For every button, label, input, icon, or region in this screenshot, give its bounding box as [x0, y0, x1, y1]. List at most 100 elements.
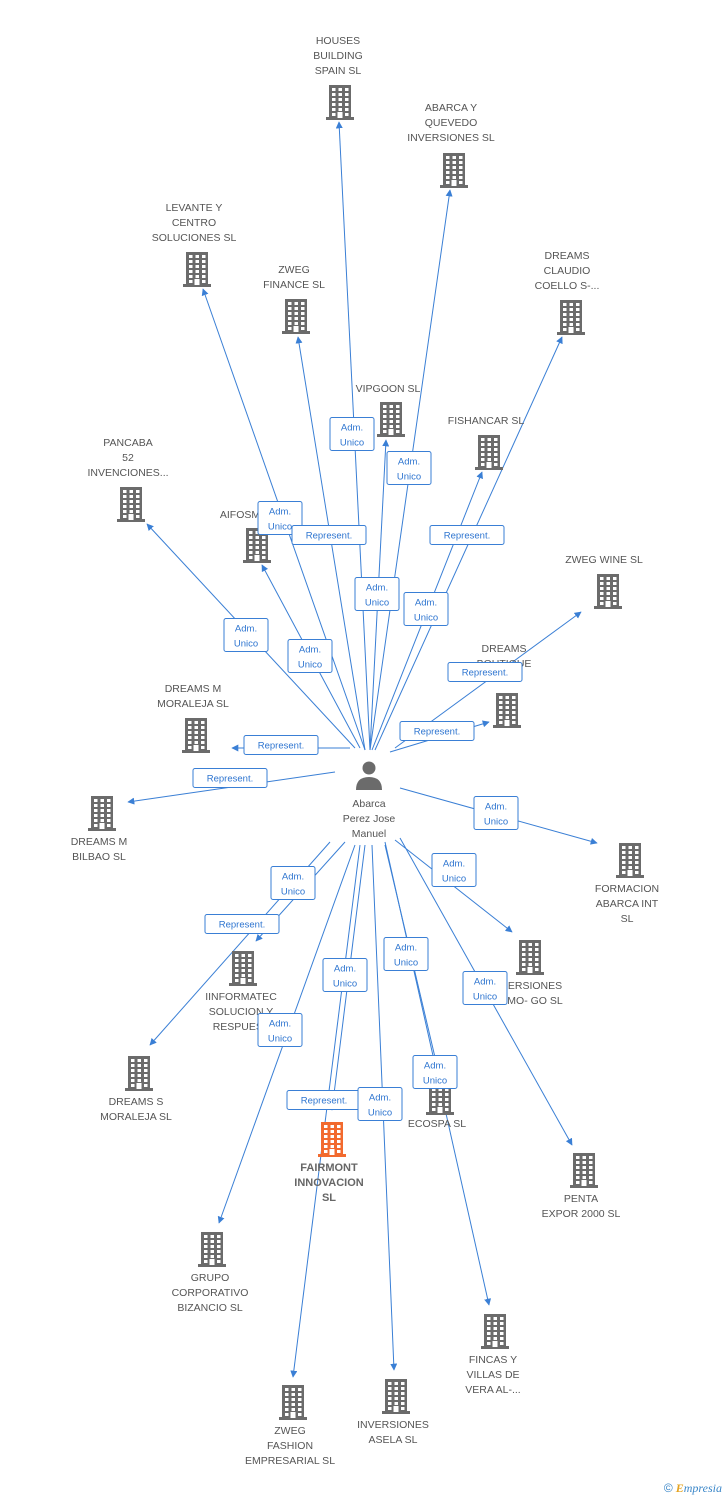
node-label-line: SL	[621, 913, 634, 925]
edge-label-box	[403, 592, 449, 626]
node-label-line: PENTA	[564, 1193, 598, 1205]
edge-label-dreams_bilbao: Represent.	[192, 768, 268, 788]
building-icon[interactable]	[616, 843, 644, 878]
brand-initial: E	[675, 1481, 684, 1495]
edge-label-line: Represent.	[462, 668, 508, 679]
edge-label-line: Adm.	[299, 645, 321, 656]
edge-label-box	[291, 525, 367, 545]
edge-label-line: Unico	[442, 874, 466, 885]
edge-label-text: Represent.	[219, 920, 265, 931]
building-icon[interactable]	[440, 153, 468, 188]
building-icon[interactable]	[516, 940, 544, 975]
edge-label-line: Adm.	[485, 802, 507, 813]
edge-label-text: Represent.	[207, 774, 253, 785]
node-label-line: BIZANCIO SL	[177, 1302, 243, 1314]
edge-label-text: Adm.Unico	[234, 624, 258, 650]
edge-label-text: Represent.	[301, 1096, 347, 1107]
edge-label-box	[287, 639, 333, 673]
node-dreams_boutique[interactable]: DREAMSBOUTIQUE	[477, 643, 532, 728]
edge-label-text: Adm.Unico	[394, 943, 418, 969]
edge-label-line: Unico	[268, 1034, 292, 1045]
edge-label-line: Unico	[268, 522, 292, 533]
edge-label-zweg_fashion: Adm.Unico	[322, 958, 368, 992]
building-icon[interactable]	[382, 1379, 410, 1414]
edge-label-line: Unico	[298, 660, 322, 671]
edge-label-line: Represent.	[258, 741, 304, 752]
node-label-line: COELLO S-...	[535, 280, 600, 292]
edge-label-line: Unico	[394, 958, 418, 969]
node-label-line: AIFOSM	[220, 509, 260, 521]
building-icon[interactable]	[481, 1314, 509, 1349]
node-label-line: 52	[122, 452, 134, 464]
building-icon[interactable]	[198, 1232, 226, 1267]
edge-label-box	[473, 796, 519, 830]
building-icon[interactable]	[88, 796, 116, 831]
building-icon[interactable]	[125, 1056, 153, 1091]
node-label-line: DREAMS	[545, 250, 590, 262]
node-vipgoon[interactable]: VIPGOON SL	[356, 383, 421, 437]
edge-label-text: Represent.	[258, 741, 304, 752]
node-label: AIFOSM	[220, 509, 260, 521]
building-icon[interactable]	[229, 951, 257, 986]
building-icon[interactable]	[475, 435, 503, 470]
node-label-line: DREAMS	[482, 643, 527, 655]
node-fishancar[interactable]: FISHANCAR SL	[448, 415, 525, 470]
edge-label-box	[322, 958, 368, 992]
building-icon[interactable]	[493, 693, 521, 728]
building-icon[interactable]	[377, 402, 405, 437]
node-label-line: MO- GO SL	[507, 995, 563, 1007]
building-icon[interactable]	[279, 1385, 307, 1420]
person-label-line: Manuel	[352, 828, 386, 840]
building-icon[interactable]	[117, 487, 145, 522]
building-icon[interactable]	[183, 252, 211, 287]
edge-label-box	[329, 417, 375, 451]
node-zweg_wine[interactable]: ZWEG WINE SL	[565, 554, 643, 609]
building-icon[interactable]	[557, 300, 585, 335]
edge-label-inversiones_asela: Adm.Unico	[357, 1087, 403, 1121]
focus-building-icon[interactable]	[318, 1122, 346, 1157]
person-icon[interactable]	[356, 761, 382, 791]
building-icon[interactable]	[282, 299, 310, 334]
edge-label-line: Unico	[333, 979, 357, 990]
building-icon[interactable]	[594, 574, 622, 609]
person-label-line: Perez Jose	[343, 813, 396, 825]
edge-label-line: Unico	[340, 438, 364, 449]
edge-label-inversiones_mo: Adm.Unico	[431, 853, 477, 887]
edge-labels-layer: Adm.UnicoAdm.UnicoAdm.UnicoRepresent.Rep…	[192, 417, 523, 1121]
building-icon[interactable]	[182, 718, 210, 753]
edge-label-box	[223, 618, 269, 652]
node-label-line: SOLUCION Y	[209, 1006, 274, 1018]
node-label-line: RESPUEST	[213, 1021, 270, 1033]
node-label-line: QUEVEDO	[425, 117, 478, 129]
building-icon[interactable]	[570, 1153, 598, 1188]
edge-label-grupo: Adm.Unico	[257, 1013, 303, 1047]
building-icon[interactable]	[326, 85, 354, 120]
edge-label-line: Unico	[397, 472, 421, 483]
node-label-line: ECOSPA SL	[408, 1118, 466, 1130]
